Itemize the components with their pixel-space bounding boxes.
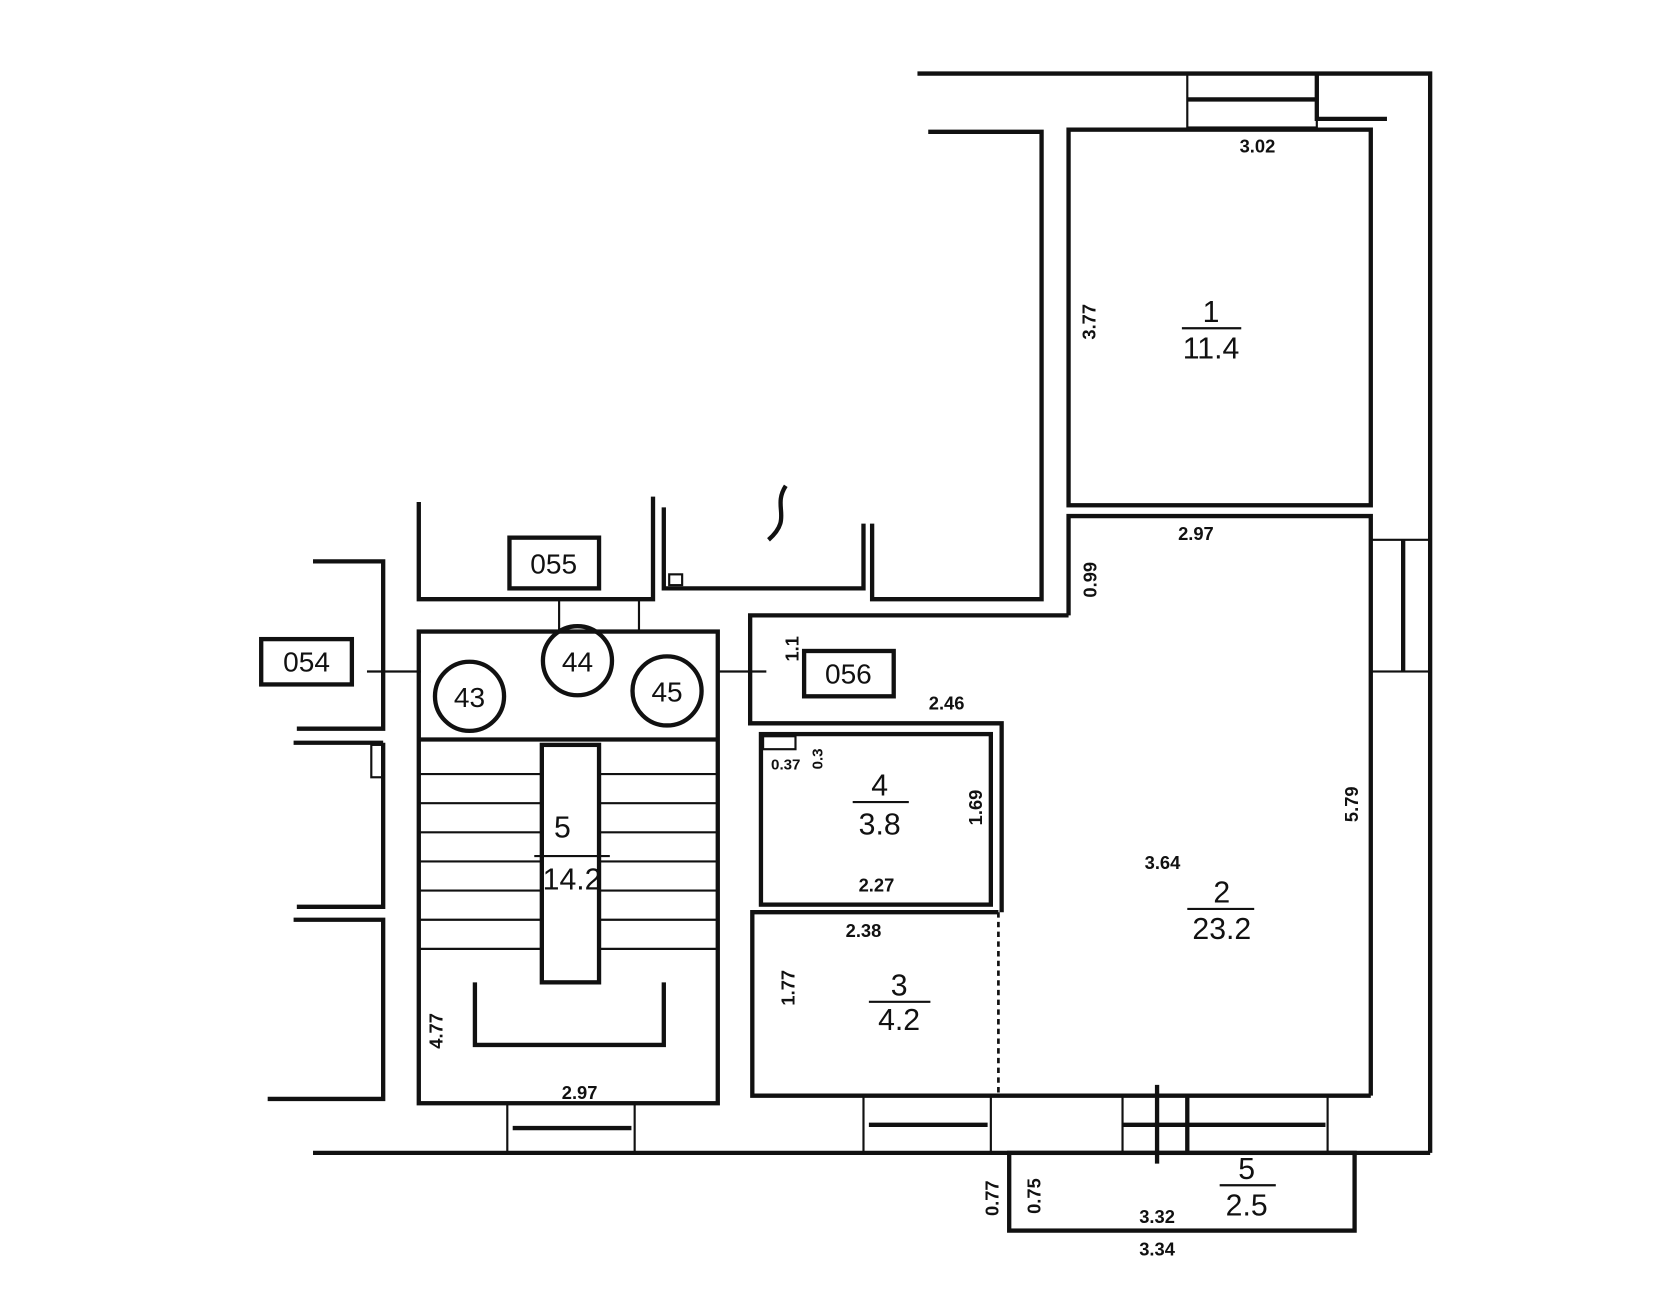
- dim: 2.97: [1178, 523, 1214, 544]
- room-3: [750, 910, 1371, 1098]
- circle-43: 43: [454, 682, 485, 713]
- dim: 0.77: [981, 1180, 1002, 1216]
- room-5-number: 5: [554, 812, 571, 845]
- room-2-area: 23.2: [1192, 913, 1251, 946]
- dim: 2.27: [859, 875, 895, 896]
- dim: 3.64: [1145, 852, 1181, 873]
- dim: 2.46: [929, 692, 965, 713]
- walls: [267, 71, 1433, 1233]
- room-1-area: 11.4: [1183, 332, 1240, 365]
- tag-056: 056: [825, 658, 872, 689]
- dim: 3.02: [1240, 135, 1276, 156]
- dim: 1.77: [777, 970, 798, 1006]
- balcony-number: 5: [1238, 1153, 1255, 1186]
- room-2: [1066, 513, 1373, 1096]
- tag-055: 055: [530, 548, 577, 579]
- tag-054: 054: [283, 646, 330, 677]
- room-4: [758, 731, 994, 907]
- circle-45: 45: [651, 677, 682, 708]
- room-labels: 1 11.4 2 23.2 3 4.2 4 3.8 5 14.2 5 2.5: [543, 296, 1276, 1222]
- dim: 0.37: [771, 757, 800, 774]
- room-5-area: 14.2: [543, 864, 602, 897]
- room-3-area: 4.2: [878, 1004, 920, 1037]
- balcony-area: 2.5: [1226, 1189, 1268, 1222]
- dim: 0.99: [1080, 562, 1101, 598]
- staircase: [416, 629, 720, 1106]
- dim: 2.38: [846, 920, 882, 941]
- dim: 3.34: [1139, 1238, 1175, 1259]
- dim: 3.77: [1079, 304, 1100, 340]
- dim: 0.75: [1023, 1178, 1044, 1214]
- unit-markers: 43 44 45 055 054 056: [259, 535, 896, 734]
- dim: 5.79: [1341, 786, 1362, 822]
- room-1: [1066, 127, 1373, 508]
- window: [1369, 538, 1432, 673]
- room-4-number: 4: [871, 770, 888, 803]
- room-2-number: 2: [1213, 876, 1230, 909]
- dimensions: 3.02 3.77 2.97 0.99 5.79 3.64 2.46 1.1 0…: [426, 135, 1362, 1259]
- room-1-number: 1: [1203, 296, 1220, 329]
- dim: 3.32: [1139, 1206, 1175, 1227]
- dim: 2.97: [562, 1082, 598, 1103]
- room-3-number: 3: [891, 969, 908, 1002]
- dim: 1.69: [965, 790, 986, 826]
- dim: 4.77: [426, 1013, 447, 1049]
- dim: 1.1: [782, 636, 803, 661]
- room-4-area: 3.8: [859, 808, 901, 841]
- circle-44: 44: [562, 646, 593, 677]
- balcony: [1007, 1150, 1357, 1233]
- dim: 0.3: [809, 748, 826, 769]
